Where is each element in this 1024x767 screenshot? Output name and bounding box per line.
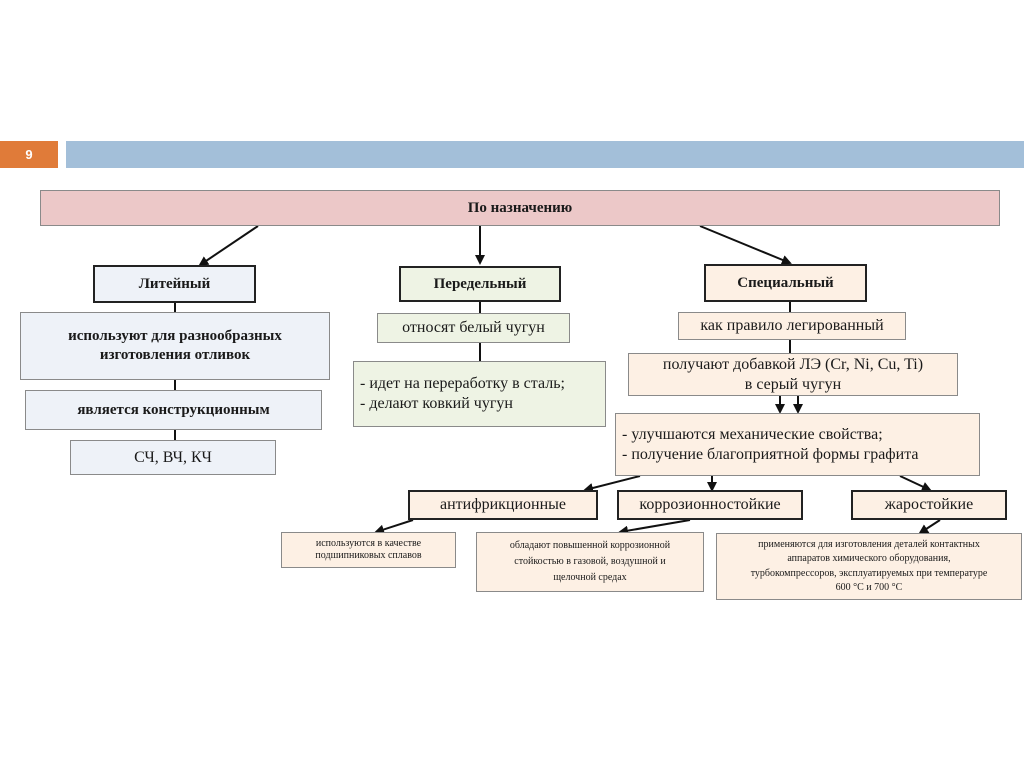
arrow-to-heat-desc [918,519,941,535]
arrow-to-special [699,225,792,265]
antifriction-desc-line-2: подшипниковых сплавов [315,550,422,561]
casting-note-grades: СЧ, ВЧ, КЧ [70,440,276,475]
conversion-note-processing: - идет на переработку в сталь; - делают … [353,361,606,427]
conversion-note-white-iron-text: относят белый чугун [402,319,545,336]
heat-desc-line-2: аппаратов химического оборудования, [787,553,951,564]
heat-desc-line-1: применяются для изготовления деталей кон… [758,538,980,550]
special-note-properties-line-2: - получение благоприятной формы графита [622,445,919,463]
heat-desc-line-3: турбокомпрессоров, эксплуатируемых при т… [750,567,988,579]
header-bar [66,141,1024,168]
special-note-additives-line-1: получают добавкой ЛЭ (Cr, Ni, Cu, Ti) [662,355,924,373]
corrosion-desc-line-2: стойкостью в газовой, воздушной и [514,556,666,567]
casting-note-structural: является конструкционным [25,390,322,430]
special-title-box: Специальный [704,264,867,302]
special-note-properties-line-1: - улучшаются механические свойства; [622,425,883,443]
casting-note-structural-text: является конструкционным [77,401,270,418]
antifriction-title-box: антифрикционные [408,490,598,520]
casting-title-box: Литейный [93,265,256,303]
special-note-alloyed: как правило легированный [678,312,906,340]
casting-note-usage-text: используют для разнообразных изготовлени… [68,328,282,363]
special-note-alloyed-text: как правило легированный [700,317,884,334]
arrow-to-corrosion-desc [618,519,691,536]
conversion-title-box: Передельный [399,266,561,302]
antifriction-title: антифрикционные [439,496,567,513]
corrosion-title: коррозионностойкие [639,496,781,513]
corrosion-desc-line-3: щелочной средах [553,572,627,583]
arrow-to-heat [899,475,932,492]
arrow-to-antifriction-desc [374,519,414,535]
special-note-properties: - улучшаются механические свойства; - по… [615,413,980,476]
special-note-additives-line-2: в серый чугун [744,375,842,393]
heat-title-box: жаростойкие [851,490,1007,520]
special-title: Специальный [737,274,834,291]
corrosion-desc-line-1: обладают повышенной коррозионной [509,540,671,551]
casting-title: Литейный [138,275,211,292]
casting-note-grades-text: СЧ, ВЧ, КЧ [134,448,212,466]
heat-desc-box: применяются для изготовления деталей кон… [716,533,1022,600]
heat-desc-line-4: 600 °С и 700 °С [835,582,903,593]
conversion-note-line-1: - идет на переработку в сталь; [360,375,565,392]
special-note-additives: получают добавкой ЛЭ (Cr, Ni, Cu, Ti) в … [628,353,958,396]
arrow-to-antifriction [583,475,641,493]
arrow-to-casting [198,225,259,267]
conversion-note-line-2: - делают ковкий чугун [360,395,513,412]
slide-number: 9 [0,141,58,168]
heat-title: жаростойкие [884,496,974,513]
antifriction-desc-line-1: используются в качестве [315,537,422,549]
corrosion-title-box: коррозионностойкие [617,490,803,520]
root-category-label: По назначению [467,199,573,216]
antifriction-desc-box: используются в качестве подшипниковых сп… [281,532,456,568]
casting-note-usage: используют для разнообразных изготовлени… [20,312,330,380]
conversion-note-white-iron: относят белый чугун [377,313,570,343]
conversion-title: Передельный [433,275,527,292]
corrosion-desc-box: обладают повышенной коррозионной стойкос… [476,532,704,592]
root-category-box: По назначению [40,190,1000,226]
